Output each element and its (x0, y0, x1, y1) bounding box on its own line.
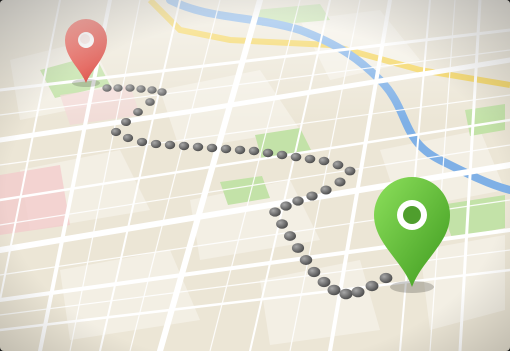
vignette (0, 0, 510, 351)
map-scene (0, 0, 510, 351)
map-image-frame (0, 0, 510, 351)
